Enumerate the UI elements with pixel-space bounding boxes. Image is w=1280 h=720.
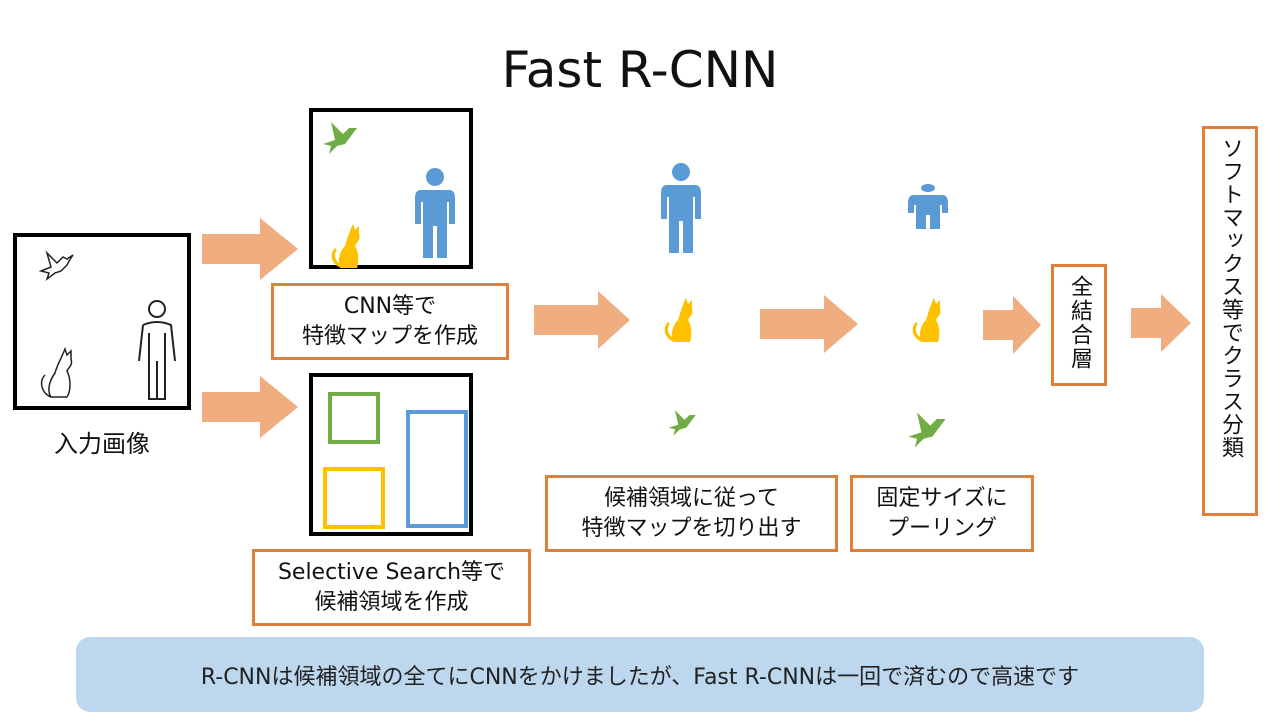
person-icon bbox=[413, 168, 457, 260]
crop-step-label-line1: 候補領域に従って bbox=[604, 485, 779, 511]
region-proposals-label-line1: Selective Search等で bbox=[277, 559, 506, 585]
region-proposals-label-line2: 候補領域を作成 bbox=[314, 589, 469, 615]
region-box-green bbox=[328, 392, 380, 444]
region-box-yellow bbox=[323, 467, 385, 529]
classifier-label: ソフトマックス等でクラス分類 bbox=[1218, 137, 1243, 459]
pooling-step-label: 固定サイズに プーリング bbox=[850, 475, 1034, 552]
region-box-blue bbox=[406, 410, 468, 528]
crop-bird-icon bbox=[667, 408, 699, 438]
classifier-box: ソフトマックス等でクラス分類 bbox=[1202, 126, 1258, 516]
pooling-step-label-line2: プーリング bbox=[886, 515, 997, 541]
input-image-frame bbox=[13, 233, 191, 410]
crop-step-label: 候補領域に従って 特徴マップを切り出す bbox=[545, 475, 838, 552]
crop-person-icon bbox=[658, 163, 704, 255]
feature-map-frame bbox=[309, 108, 473, 269]
feature-map-label-line2: 特徴マップを作成 bbox=[301, 323, 478, 349]
fc-layer-label: 全結合層 bbox=[1067, 275, 1092, 371]
feature-map-label-line1: CNN等で bbox=[343, 293, 437, 319]
feature-map-label: CNN等で 特徴マップを作成 bbox=[271, 283, 509, 360]
slide-title: Fast R-CNN bbox=[501, 41, 779, 99]
crop-step-label-line2: 特徴マップを切り出す bbox=[581, 515, 802, 541]
fc-layer-box: 全結合層 bbox=[1051, 264, 1107, 386]
arrow-to-region-proposals bbox=[202, 376, 298, 438]
pooling-step-label-line1: 固定サイズに bbox=[876, 485, 1008, 511]
arrow-to-classifier bbox=[1131, 294, 1191, 352]
pooled-cat-icon bbox=[910, 296, 946, 344]
region-proposals-frame bbox=[309, 373, 473, 536]
cat-icon bbox=[329, 222, 365, 270]
arrow-to-pooling-step bbox=[760, 295, 858, 353]
pooled-bird-icon bbox=[906, 408, 950, 452]
person-outline-icon bbox=[135, 299, 179, 403]
cat-outline-icon bbox=[37, 345, 77, 401]
summary-note: R-CNNは候補領域の全てにCNNをかけましたが、Fast R-CNNは一回で済… bbox=[76, 637, 1204, 712]
crop-cat-icon bbox=[662, 296, 698, 344]
summary-note-text: R-CNNは候補領域の全てにCNNをかけましたが、Fast R-CNNは一回で済… bbox=[200, 664, 1080, 690]
bird-icon bbox=[321, 120, 361, 156]
input-image-caption: 入力画像 bbox=[54, 430, 150, 458]
bird-outline-icon bbox=[37, 249, 77, 285]
arrow-to-fc-layer bbox=[983, 296, 1041, 354]
arrow-to-crop-step bbox=[534, 291, 630, 349]
arrow-to-feature-map bbox=[202, 218, 298, 280]
region-proposals-label: Selective Search等で 候補領域を作成 bbox=[252, 549, 531, 626]
pooled-person-icon bbox=[906, 183, 950, 231]
